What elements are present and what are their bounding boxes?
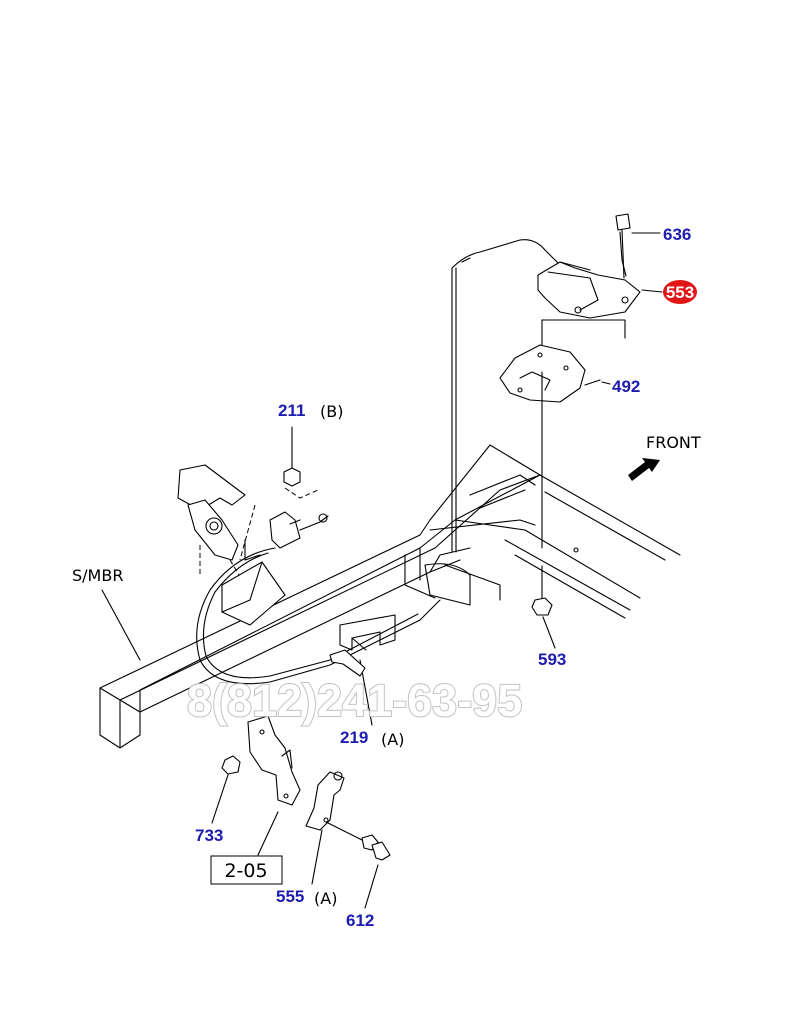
actuator-553 xyxy=(537,213,661,319)
callout-612[interactable]: 612 xyxy=(346,911,374,930)
stay-bracket xyxy=(221,561,286,626)
callout-555-variant: (A) xyxy=(314,889,337,908)
front-label: FRONT xyxy=(646,433,701,452)
bracket-555 xyxy=(305,771,363,841)
clip-219 xyxy=(329,649,366,677)
side-member-frame xyxy=(99,444,541,749)
callout-211[interactable]: 211 xyxy=(278,401,305,420)
vertical-bracket xyxy=(247,715,301,806)
callout-555[interactable]: 555 xyxy=(276,887,304,906)
side-member-label: S/MBR xyxy=(72,566,123,585)
callout-219[interactable]: 219 xyxy=(340,728,368,747)
reference-box xyxy=(210,855,283,885)
cross-member xyxy=(424,474,681,619)
lower-bracket xyxy=(339,614,396,651)
callout-219-variant: (A) xyxy=(381,730,404,749)
reference-box-label[interactable]: 2-05 xyxy=(224,860,267,882)
highlight-badge xyxy=(663,280,697,304)
callout-593[interactable]: 593 xyxy=(538,650,566,669)
nut-211 xyxy=(283,467,301,487)
bolt-612 xyxy=(361,834,391,861)
front-arrow-icon xyxy=(628,458,660,481)
cable-end-bracket xyxy=(269,487,329,549)
nut-593 xyxy=(531,565,556,649)
brake-cable xyxy=(196,239,566,685)
callout-211-variant: (B) xyxy=(320,402,343,421)
nut-733 xyxy=(221,755,241,775)
callout-636[interactable]: 636 xyxy=(663,225,691,244)
callout-492[interactable]: 492 xyxy=(612,377,640,396)
phone-watermark: 8(812)241-63-95 xyxy=(187,675,522,726)
callout-733[interactable]: 733 xyxy=(195,826,223,845)
left-mount xyxy=(177,464,261,586)
bracket-plate-492 xyxy=(499,319,626,549)
callout-553[interactable]: 553 xyxy=(666,283,694,302)
